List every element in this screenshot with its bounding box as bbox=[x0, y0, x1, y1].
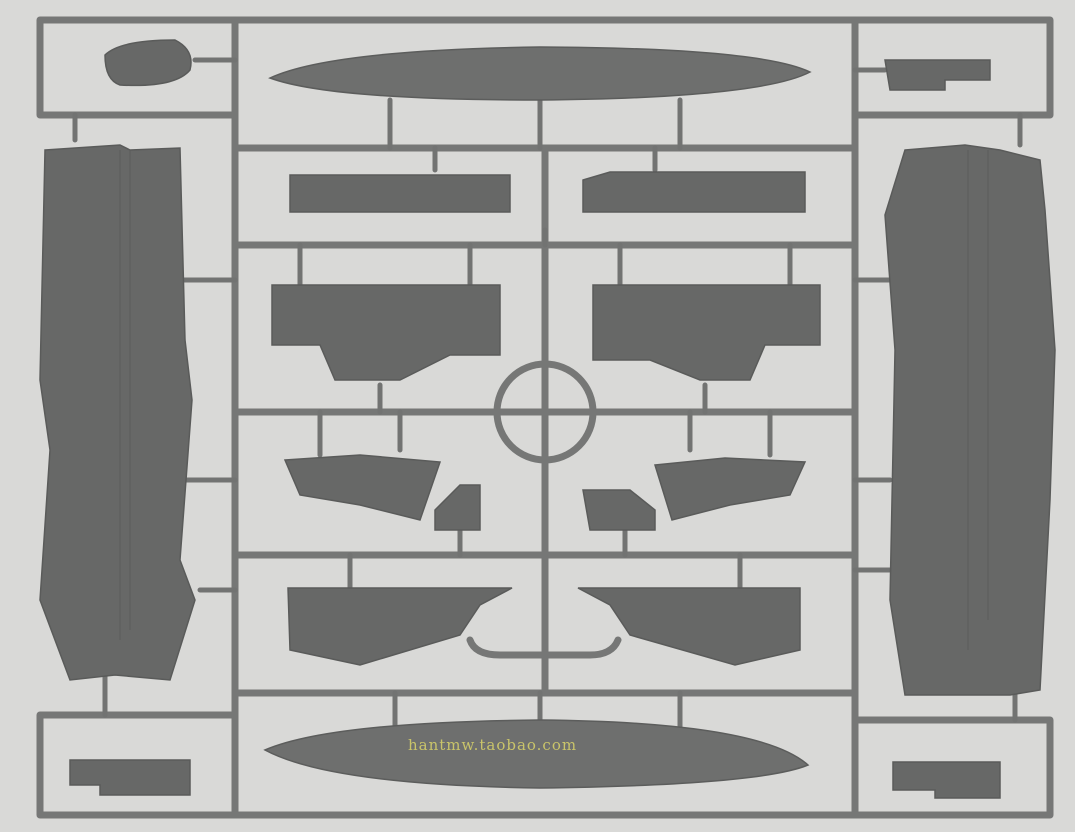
small-part-tl bbox=[104, 39, 192, 87]
small-d-left bbox=[434, 484, 481, 531]
panel-a-right bbox=[582, 171, 806, 213]
panel-a-left bbox=[289, 174, 511, 213]
wing-left bbox=[287, 587, 513, 666]
drop-tank-bottom bbox=[263, 719, 810, 789]
small-part-bl bbox=[69, 759, 191, 796]
wing-right bbox=[577, 587, 801, 666]
intake-right bbox=[592, 284, 821, 381]
intake-left bbox=[271, 284, 501, 381]
fuselage-right bbox=[884, 144, 1056, 696]
drop-tank-top bbox=[268, 46, 812, 101]
part-c-left bbox=[283, 454, 442, 521]
gates bbox=[72, 57, 1023, 738]
small-part-br bbox=[892, 761, 1001, 799]
watermark: hantmw.taobao.com bbox=[408, 736, 578, 754]
part-c-right bbox=[654, 457, 807, 521]
fuselage-left bbox=[39, 144, 196, 681]
small-part-tr bbox=[884, 59, 991, 91]
parts bbox=[39, 39, 1056, 799]
small-d-right bbox=[582, 489, 656, 531]
